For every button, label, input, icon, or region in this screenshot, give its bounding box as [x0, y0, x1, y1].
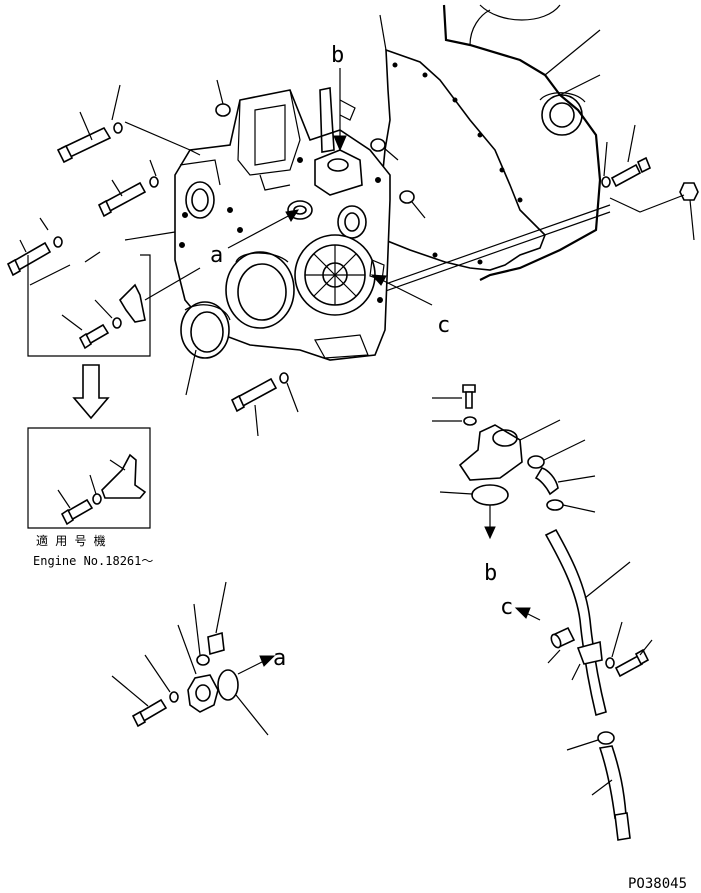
bolt-top-right	[601, 124, 652, 188]
callout-b-lower: b	[484, 561, 497, 586]
callout-c-lower: c	[500, 595, 513, 620]
callout-b-upper: b	[331, 43, 347, 152]
svg-text:a: a	[210, 243, 223, 268]
bolt-middle-left	[97, 159, 159, 218]
flywheel-housing-outline	[442, 4, 602, 281]
svg-text:b: b	[331, 43, 344, 68]
pipe-bracket	[571, 621, 653, 681]
short-hose	[534, 467, 596, 496]
cover-washer	[144, 654, 179, 703]
svg-text:c: c	[437, 313, 450, 338]
bolt-bottom-center	[230, 372, 299, 437]
thermostat-oring: b	[439, 484, 509, 586]
gasket-outline	[379, 14, 546, 271]
pipe-sleeve: c	[500, 595, 576, 664]
plug-lower-2	[193, 603, 210, 666]
water-pipe	[544, 528, 631, 717]
cover-bolt	[111, 675, 168, 728]
nut-top-right	[609, 182, 699, 241]
hose-clamp-bottom	[566, 731, 615, 751]
down-arrow	[72, 364, 110, 420]
plug-top-1	[215, 79, 231, 117]
water-outlet-bolt	[432, 384, 476, 409]
bolt-upper-left	[56, 84, 123, 164]
cover-plate	[177, 624, 219, 713]
plug-top-2	[370, 138, 399, 161]
inset-caption-jp: 適 用 号 機	[36, 533, 106, 548]
hose-clamp-upper	[527, 439, 586, 469]
leader-line	[124, 231, 176, 241]
callout-c-upper: c	[370, 274, 450, 338]
water-outlet-housing	[458, 419, 561, 481]
gear-case	[174, 89, 391, 361]
water-outlet-washer	[432, 416, 477, 426]
callout-a-upper: a	[210, 209, 300, 268]
leader-line	[124, 121, 201, 156]
small-gasket	[319, 87, 356, 153]
hose-clamp-lower	[546, 499, 596, 513]
bolt-lower-left	[6, 217, 63, 277]
plug-top-3	[399, 190, 426, 219]
front-oil-seal	[180, 301, 231, 396]
inset-box-upper	[27, 251, 201, 357]
inset-caption-en: Engine No.18261～	[33, 554, 153, 568]
cover-oring: a	[217, 646, 286, 736]
inset-box-lower	[27, 427, 151, 529]
callout-a-lower: a	[273, 646, 286, 671]
drawing-number: PO38045	[628, 876, 687, 892]
bottom-hose	[591, 745, 631, 841]
plug-lower-1	[207, 581, 227, 656]
